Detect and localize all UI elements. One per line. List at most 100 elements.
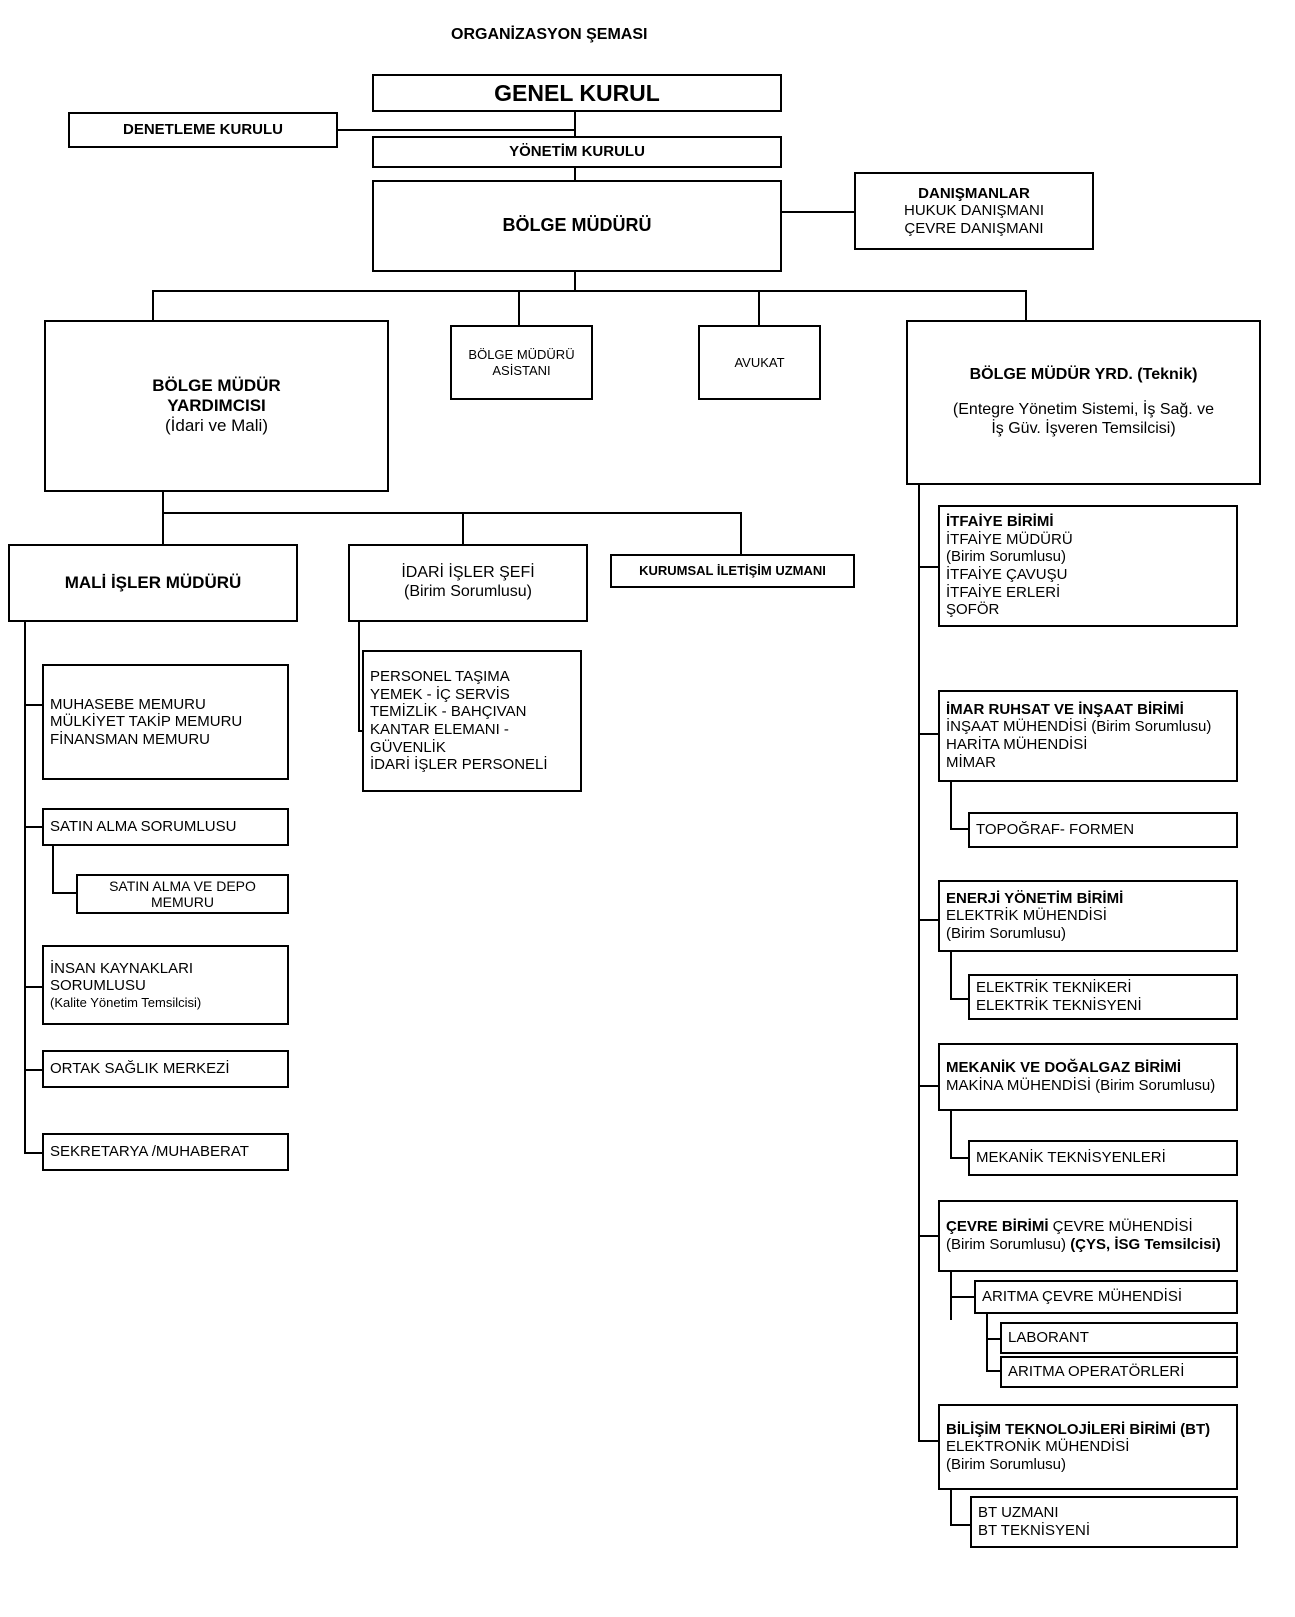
node-cevre-birimi-line2-normal: (Birim Sorumlusu) bbox=[946, 1236, 1071, 1253]
connector-mali-to-satin-alma bbox=[24, 826, 43, 828]
connector-mali-to-muhasebe bbox=[24, 704, 43, 706]
node-ortak-saglik-merkezi[interactable]: ORTAK SAĞLIK MERKEZİ bbox=[42, 1050, 289, 1088]
node-satin-alma-depo-memuru-line1: SATIN ALMA VE DEPO bbox=[109, 877, 256, 894]
node-denetleme-kurulu[interactable]: DENETLEME KURULU bbox=[68, 112, 338, 148]
node-ortak-saglik-merkezi-label: ORTAK SAĞLIK MERKEZİ bbox=[50, 1060, 230, 1078]
node-insan-kaynaklari-line2: SORUMLUSU bbox=[50, 977, 146, 995]
node-idari-isler-personeli[interactable]: PERSONEL TAŞIMA YEMEK - İÇ SERVİS TEMİZL… bbox=[362, 650, 582, 792]
node-elektrik-teknik[interactable]: ELEKTRİK TEKNİKERİ ELEKTRİK TEKNİSYENİ bbox=[968, 974, 1238, 1020]
connector-denetleme-to-trunk bbox=[336, 129, 576, 131]
node-cevre-birimi[interactable]: ÇEVRE BİRİMİ ÇEVRE MÜHENDİSİ (Birim Soru… bbox=[938, 1200, 1238, 1272]
connector-mali-to-ortak-saglik bbox=[24, 1069, 43, 1071]
node-idari-isler-sefi-line2: (Birim Sorumlusu) bbox=[403, 583, 532, 600]
node-aritma-cevre-muhendisi[interactable]: ARITMA ÇEVRE MÜHENDİSİ bbox=[974, 1280, 1238, 1314]
connector-teknik-to-cevre bbox=[918, 1235, 940, 1237]
connector-cevre-to-aritma-muhendisi bbox=[950, 1296, 976, 1298]
node-bolge-mudur-yardimcisi-line3: (İdari ve Mali) bbox=[165, 415, 268, 435]
connector-enerji-to-elektrik bbox=[950, 998, 970, 1000]
node-mekanik-teknisyenleri[interactable]: MEKANİK TEKNİSYENLERİ bbox=[968, 1140, 1238, 1176]
node-cevre-birimi-line2-bold: (ÇYS, İSG bbox=[1070, 1236, 1141, 1253]
connector-idari-isler-trunk bbox=[358, 622, 360, 732]
node-avukat[interactable]: AVUKAT bbox=[698, 325, 821, 400]
node-mekanik-dogalgaz-birimi[interactable]: MEKANİK VE DOĞALGAZ BİRİMİ MAKİNA MÜHEND… bbox=[938, 1043, 1238, 1111]
node-bolge-mudur-yrd-teknik-line1: BÖLGE MÜDÜR YRD. (Teknik) bbox=[969, 366, 1198, 384]
connector-bmy-down bbox=[162, 492, 164, 514]
connector-level3-bus bbox=[152, 290, 1027, 292]
node-genel-kurul[interactable]: GENEL KURUL bbox=[372, 74, 782, 112]
node-aritma-cevre-muhendisi-label: ARITMA ÇEVRE MÜHENDİSİ bbox=[982, 1288, 1183, 1306]
node-danismanlar-line3: ÇEVRE DANIŞMANI bbox=[904, 219, 1044, 237]
connector-bus-to-teknik bbox=[1025, 290, 1027, 320]
node-aritma-operatorleri[interactable]: ARITMA OPERATÖRLERİ bbox=[1000, 1356, 1238, 1388]
connector-mali-to-sekretarya bbox=[24, 1152, 43, 1154]
node-bolge-mudur-yrd-teknik-line2: (Entegre Yönetim Sistemi, İş Sağ. ve bbox=[952, 401, 1215, 419]
node-imar-line2: İNŞAAT MÜHENDİSİ (Birim Sorumlusu) bbox=[946, 718, 1212, 736]
node-avukat-label: AVUKAT bbox=[734, 354, 785, 370]
node-bolge-muduru-asistani[interactable]: BÖLGE MÜDÜRÜ ASİSTANI bbox=[450, 325, 593, 400]
node-imar-ruhsat-insaat-birimi[interactable]: İMAR RUHSAT VE İNŞAAT BİRİMİ İNŞAAT MÜHE… bbox=[938, 690, 1238, 782]
node-bilisim-teknolojileri-birimi[interactable]: BİLİŞİM TEKNOLOJİLERİ BİRİMİ (BT) ELEKTR… bbox=[938, 1404, 1238, 1490]
connector-yonetim-to-bolge bbox=[574, 166, 576, 182]
node-itfaiye-birimi[interactable]: İTFAİYE BİRİMİ İTFAİYE MÜDÜRÜ (Birim Sor… bbox=[938, 505, 1238, 627]
node-insan-kaynaklari-line1: İNSAN KAYNAKLARI bbox=[50, 959, 194, 977]
node-elektrik-line1: ELEKTRİK TEKNİKERİ bbox=[976, 979, 1132, 997]
connector-aritma-to-laborant bbox=[986, 1338, 1002, 1340]
node-itfaiye-birimi-line2: İTFAİYE MÜDÜRÜ bbox=[946, 530, 1073, 548]
node-bolge-mudur-yardimcisi[interactable]: BÖLGE MÜDÜR YARDIMCISI (İdari ve Mali) bbox=[44, 320, 389, 492]
connector-satin-alma-to-depo bbox=[52, 892, 77, 894]
connector-bolge-down bbox=[574, 270, 576, 292]
node-itfaiye-birimi-line6: ŞOFÖR bbox=[946, 601, 1000, 619]
node-itfaiye-birimi-line1: İTFAİYE BİRİMİ bbox=[946, 513, 1054, 531]
node-elektrik-line2: ELEKTRİK TEKNİSYENİ bbox=[976, 997, 1142, 1014]
node-mali-isler-muduru[interactable]: MALİ İŞLER MÜDÜRÜ bbox=[8, 544, 298, 622]
connector-teknik-to-itfaiye bbox=[918, 566, 940, 568]
node-bolge-muduru-asistani-line2: ASİSTANI bbox=[492, 362, 551, 378]
node-bt-personel[interactable]: BT UZMANI BT TEKNİSYENİ bbox=[970, 1496, 1238, 1548]
node-kurumsal-iletisim-uzmani[interactable]: KURUMSAL İLETİŞİM UZMANI bbox=[610, 554, 855, 588]
node-enerji-line3: (Birim Sorumlusu) bbox=[946, 924, 1067, 942]
node-enerji-line2: ELEKTRİK MÜHENDİSİ bbox=[946, 907, 1107, 925]
node-itfaiye-birimi-line5: İTFAİYE ERLERİ bbox=[946, 583, 1061, 601]
node-itfaiye-birimi-line3: (Birim Sorumlusu) bbox=[946, 548, 1067, 566]
node-kurumsal-iletisim-uzmani-label: KURUMSAL İLETİŞİM UZMANI bbox=[639, 563, 826, 579]
connector-imar-to-topograf bbox=[950, 828, 970, 830]
node-idari-isler-personeli-line2: YEMEK - İÇ SERVİS bbox=[370, 685, 510, 703]
node-imar-line3: HARİTA MÜHENDİSİ bbox=[946, 736, 1088, 753]
node-yonetim-kurulu[interactable]: YÖNETİM KURULU bbox=[372, 136, 782, 168]
node-satin-alma-depo-memuru[interactable]: SATIN ALMA VE DEPO MEMURU bbox=[76, 874, 289, 914]
node-satin-alma-sorumlusu[interactable]: SATIN ALMA SORUMLUSU bbox=[42, 808, 289, 846]
node-laborant[interactable]: LABORANT bbox=[1000, 1322, 1238, 1354]
connector-bus-to-idari-isler bbox=[462, 512, 464, 544]
connector-bus-to-avukat bbox=[758, 290, 760, 325]
node-insan-kaynaklari[interactable]: İNSAN KAYNAKLARI SORUMLUSU (Kalite Yönet… bbox=[42, 945, 289, 1025]
connector-bus-to-mudur-yrd bbox=[152, 290, 154, 320]
node-bolge-mudur-yrd-teknik[interactable]: BÖLGE MÜDÜR YRD. (Teknik) (Entegre Yönet… bbox=[906, 320, 1261, 485]
node-cevre-birimi-text: ÇEVRE BİRİMİ ÇEVRE MÜHENDİSİ (Birim Soru… bbox=[946, 1218, 1236, 1253]
node-sekretarya-muhaberat[interactable]: SEKRETARYA /MUHABERAT bbox=[42, 1133, 289, 1171]
node-mekanik-teknisyenleri-label: MEKANİK TEKNİSYENLERİ bbox=[976, 1149, 1166, 1167]
connector-mali-isler-trunk bbox=[24, 622, 26, 1154]
connector-mekanik-to-teknisyen bbox=[950, 1157, 970, 1159]
node-danismanlar[interactable]: DANIŞMANLAR HUKUK DANIŞMANI ÇEVRE DANIŞM… bbox=[854, 172, 1094, 250]
connector-teknik-to-bilisim bbox=[918, 1440, 940, 1442]
node-bolge-mudur-yrd-teknik-line3: İş Güv. İşveren Temsilcisi) bbox=[991, 419, 1176, 437]
page-title: ORGANİZASYON ŞEMASI bbox=[451, 26, 648, 43]
connector-teknik-trunk bbox=[918, 485, 920, 1441]
node-muhasebe-grubu-line3: FİNANSMAN MEMURU bbox=[50, 730, 210, 748]
node-enerji-yonetim-birimi[interactable]: ENERJİ YÖNETİM BİRİMİ ELEKTRİK MÜHENDİSİ… bbox=[938, 880, 1238, 952]
node-idari-isler-sefi[interactable]: İDARİ İŞLER ŞEFİ (Birim Sorumlusu) bbox=[348, 544, 588, 622]
node-danismanlar-title: DANIŞMANLAR bbox=[918, 184, 1030, 202]
node-enerji-line1: ENERJİ YÖNETİM BİRİMİ bbox=[946, 889, 1124, 907]
node-mekanik-line2: MAKİNA MÜHENDİSİ (Birim Sorumlusu) bbox=[946, 1077, 1216, 1094]
connector-bmy-bus bbox=[162, 512, 742, 514]
node-mekanik-line1: MEKANİK VE DOĞALGAZ BİRİMİ bbox=[946, 1059, 1181, 1077]
node-bolge-mudur-yardimcisi-line1: BÖLGE MÜDÜR bbox=[152, 376, 281, 396]
node-aritma-operatorleri-label: ARITMA OPERATÖRLERİ bbox=[1008, 1363, 1185, 1381]
node-muhasebe-grubu[interactable]: MUHASEBE MEMURU MÜLKİYET TAKİP MEMURU Fİ… bbox=[42, 664, 289, 780]
node-mali-isler-muduru-label: MALİ İŞLER MÜDÜRÜ bbox=[64, 573, 242, 593]
connector-mali-to-insan-kaynaklari bbox=[24, 986, 43, 988]
node-yonetim-kurulu-label: YÖNETİM KURULU bbox=[509, 143, 645, 161]
node-topograf-formen[interactable]: TOPOĞRAF- FORMEN bbox=[968, 812, 1238, 848]
node-bolge-muduru[interactable]: BÖLGE MÜDÜRÜ bbox=[372, 180, 782, 272]
connector-bus-to-asistan bbox=[518, 290, 520, 325]
